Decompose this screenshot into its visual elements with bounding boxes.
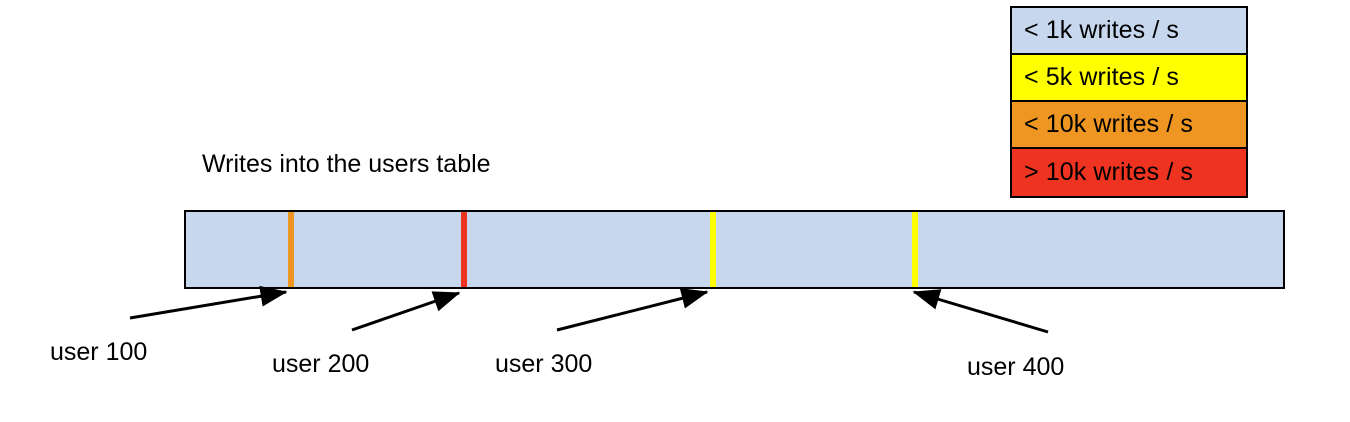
legend-row-over-10k: > 10k writes / s xyxy=(1012,149,1246,196)
callout-label-user-400: user 400 xyxy=(967,353,1065,381)
bar-stripe-user-300 xyxy=(710,212,716,287)
callout-label-user-200: user 200 xyxy=(272,350,370,378)
legend-label-under-10k: < 10k writes / s xyxy=(1024,110,1194,138)
legend-row-under-10k: < 10k writes / s xyxy=(1012,102,1246,149)
arrow-user-100 xyxy=(129,285,288,320)
users-table-bar xyxy=(184,210,1285,289)
bar-stripe-user-200 xyxy=(461,212,467,287)
legend-label-under-1k: < 1k writes / s xyxy=(1024,16,1180,44)
legend-row-under-5k: < 5k writes / s xyxy=(1012,55,1246,102)
legend-label-over-10k: > 10k writes / s xyxy=(1024,158,1194,186)
callout-label-user-100: user 100 xyxy=(50,338,148,366)
legend-row-under-1k: < 1k writes / s xyxy=(1012,8,1246,55)
writes-legend: < 1k writes / s < 5k writes / s < 10k wr… xyxy=(1010,6,1248,198)
chart-title: Writes into the users table xyxy=(202,150,491,178)
arrow-user-200 xyxy=(351,291,461,332)
bar-stripe-user-100 xyxy=(288,212,294,287)
callout-label-user-300: user 300 xyxy=(495,350,593,378)
arrow-user-400 xyxy=(912,289,1049,334)
arrow-user-300 xyxy=(556,288,709,332)
legend-label-under-5k: < 5k writes / s xyxy=(1024,63,1180,91)
bar-stripe-user-400 xyxy=(912,212,918,287)
